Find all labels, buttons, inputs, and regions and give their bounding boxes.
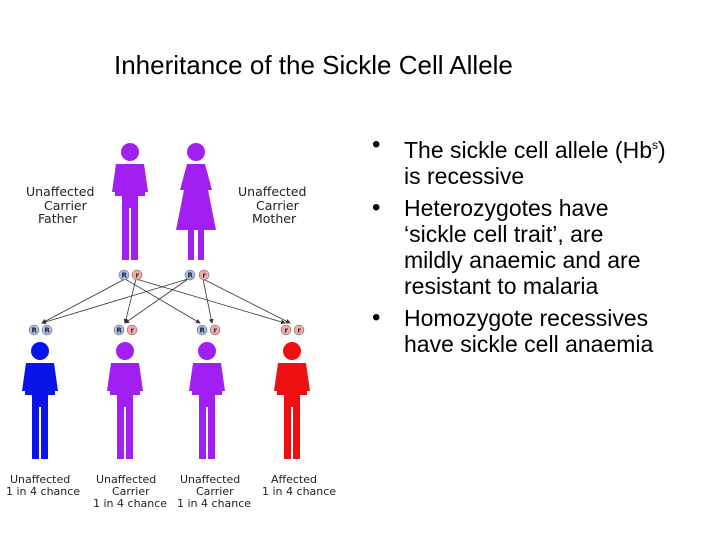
inheritance-diagram: Unaffected Carrier Father R r Unaffected… xyxy=(6,143,336,510)
child-3-label: Unaffected Carrier 1 in 4 chance xyxy=(177,473,251,510)
child-4-alleles: r r xyxy=(280,324,305,336)
svg-text:Affected: Affected xyxy=(271,473,317,486)
child-2-label: Unaffected Carrier 1 in 4 chance xyxy=(93,473,167,510)
svg-text:R: R xyxy=(188,272,194,280)
child-2-figure xyxy=(107,342,143,459)
bullet-recessive: The sickle cell allele (Hbs) is recessiv… xyxy=(366,132,666,189)
svg-text:Carrier: Carrier xyxy=(112,485,150,498)
father-figure xyxy=(112,143,148,260)
bullet-homozygotes: Homozygote recessives have sickle cell a… xyxy=(366,305,666,357)
inheritance-arrows xyxy=(41,278,291,325)
svg-text:Unaffected: Unaffected xyxy=(96,473,156,486)
svg-text:Mother: Mother xyxy=(252,211,297,226)
child-3-alleles: R r xyxy=(196,324,221,336)
svg-text:r: r xyxy=(214,327,218,335)
father-alleles: R r xyxy=(118,269,143,281)
svg-text:Unaffected: Unaffected xyxy=(238,184,306,199)
svg-text:R: R xyxy=(45,327,51,335)
svg-text:R: R xyxy=(32,327,38,335)
child-4-label: Affected 1 in 4 chance xyxy=(262,473,336,498)
mother-alleles: R r xyxy=(184,269,210,281)
svg-text:r: r xyxy=(131,327,135,335)
child-2-alleles: R r xyxy=(113,324,138,336)
child-1-label: Unaffected 1 in 4 chance xyxy=(6,473,80,498)
bullet-recessive-text: The sickle cell allele (Hb xyxy=(404,137,652,163)
svg-text:R: R xyxy=(200,327,206,335)
child-1-alleles: R R xyxy=(28,324,53,336)
svg-text:Unaffected: Unaffected xyxy=(10,473,70,486)
svg-text:r: r xyxy=(136,272,140,280)
svg-text:Father: Father xyxy=(38,211,78,226)
svg-text:Unaffected: Unaffected xyxy=(26,184,94,199)
father-label: Unaffected Carrier Father xyxy=(26,184,94,226)
svg-text:Carrier: Carrier xyxy=(256,198,300,213)
bullet-heterozygotes: Heterozygotes have ‘sickle cell trait’, … xyxy=(366,195,666,299)
child-3-figure xyxy=(189,342,225,459)
svg-text:r: r xyxy=(203,272,207,280)
svg-text:R: R xyxy=(117,327,123,335)
mother-label: Unaffected Carrier Mother xyxy=(238,184,306,226)
bullet-recessive-tail: ) is recessive xyxy=(404,137,666,189)
mother-figure xyxy=(176,143,216,260)
slide-title: Inheritance of the Sickle Cell Allele xyxy=(114,50,513,80)
svg-text:1 in 4 chance: 1 in 4 chance xyxy=(6,485,80,498)
bullet-list: The sickle cell allele (Hbs) is recessiv… xyxy=(366,132,666,363)
svg-text:r: r xyxy=(298,327,302,335)
svg-text:R: R xyxy=(122,272,128,280)
bullet-recessive-superscript: s xyxy=(651,138,658,152)
svg-text:Carrier: Carrier xyxy=(44,198,88,213)
child-4-figure xyxy=(274,342,310,459)
svg-text:Carrier: Carrier xyxy=(196,485,234,498)
svg-text:1 in 4 chance: 1 in 4 chance xyxy=(177,497,251,510)
svg-text:1 in 4 chance: 1 in 4 chance xyxy=(262,485,336,498)
svg-text:1 in 4 chance: 1 in 4 chance xyxy=(93,497,167,510)
child-1-figure xyxy=(22,342,58,459)
svg-text:Unaffected: Unaffected xyxy=(180,473,240,486)
svg-text:r: r xyxy=(285,327,289,335)
